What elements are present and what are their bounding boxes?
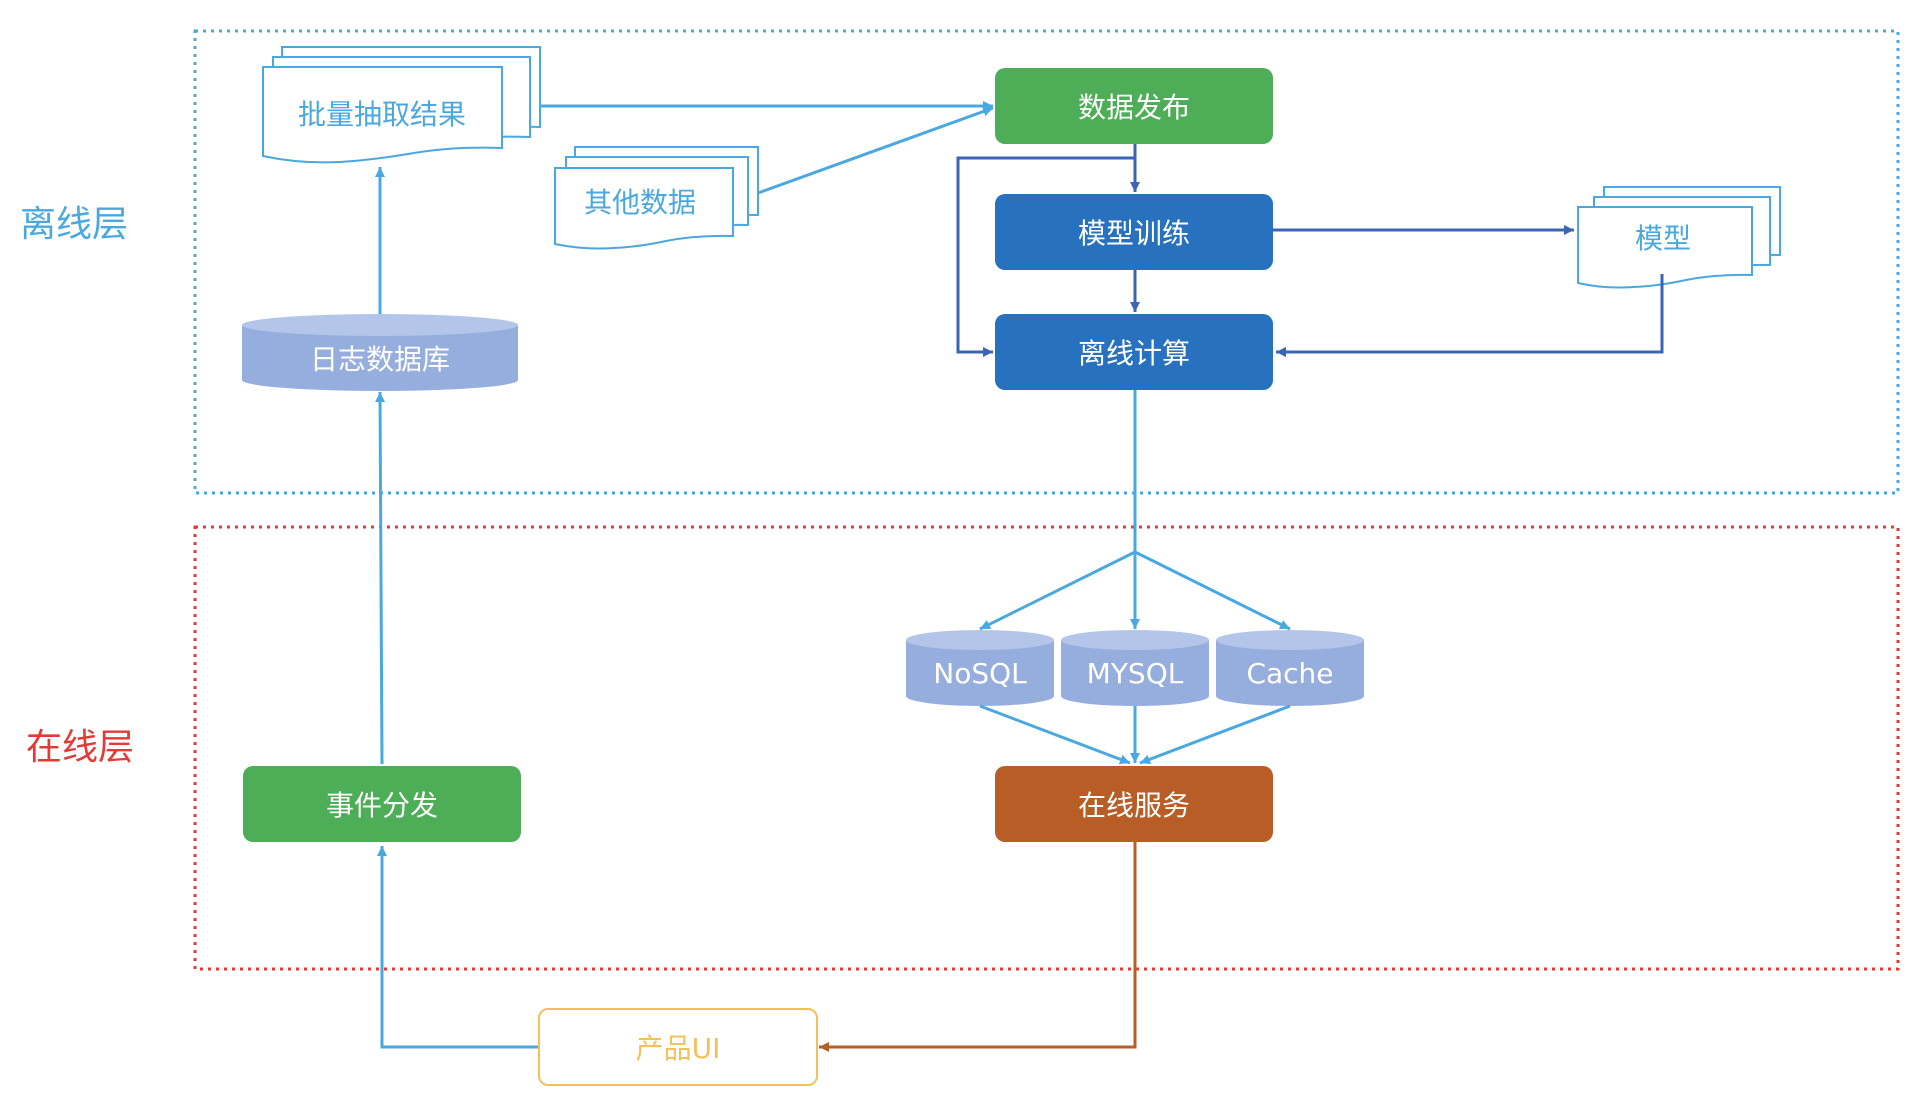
online-layer-label: 在线层 [26,727,135,768]
cache-cylinder: Cache [1216,630,1364,706]
offline-compute-box[interactable]: 离线计算 [995,314,1273,390]
model-label: 模型 [1635,222,1691,255]
arrow-ui-to-event [377,846,538,1049]
nosql-label: NoSQL [933,657,1027,690]
offline-layer-label: 离线层 [20,204,129,245]
arrow-to-nosql [979,550,1136,631]
nosql-cylinder: NoSQL [906,630,1054,706]
arrow-publish-bypass-to-compute [956,156,1135,357]
data-publish-box[interactable]: 数据发布 [995,68,1273,144]
arrow-event-to-logdb [375,391,386,765]
event-dispatch-box[interactable]: 事件分发 [243,766,521,842]
online-layer-frame [193,525,1900,971]
dark-arrows [956,143,1664,357]
arrow-service-to-ui [819,842,1137,1052]
arrow-model-to-compute [1276,274,1664,357]
arrow-nosql-to-service [979,704,1131,765]
arrow-cache-to-service [1139,704,1291,765]
mysql-label: MYSQL [1087,657,1184,690]
cache-label: Cache [1246,657,1333,690]
online-service-box[interactable]: 在线服务 [995,766,1273,842]
other-data-document-stack: 其他数据 [554,146,759,250]
other-data-label: 其他数据 [584,186,696,219]
log-database-cylinder: 日志数据库 [242,314,518,391]
log-db-label: 日志数据库 [310,343,450,376]
offline-layer-frame [193,29,1900,495]
model-training-box[interactable]: 模型训练 [995,194,1273,270]
product-ui-box[interactable]: 产品UI [538,1008,818,1086]
batch-result-label: 批量抽取结果 [298,98,466,131]
arrow-other-to-publish [757,106,994,195]
light-arrows [375,101,1291,1049]
batch-result-document-stack: 批量抽取结果 [262,46,541,164]
arrow-to-cache [1134,550,1291,631]
mysql-cylinder: MYSQL [1061,630,1209,706]
model-document-stack: 模型 [1577,186,1781,289]
